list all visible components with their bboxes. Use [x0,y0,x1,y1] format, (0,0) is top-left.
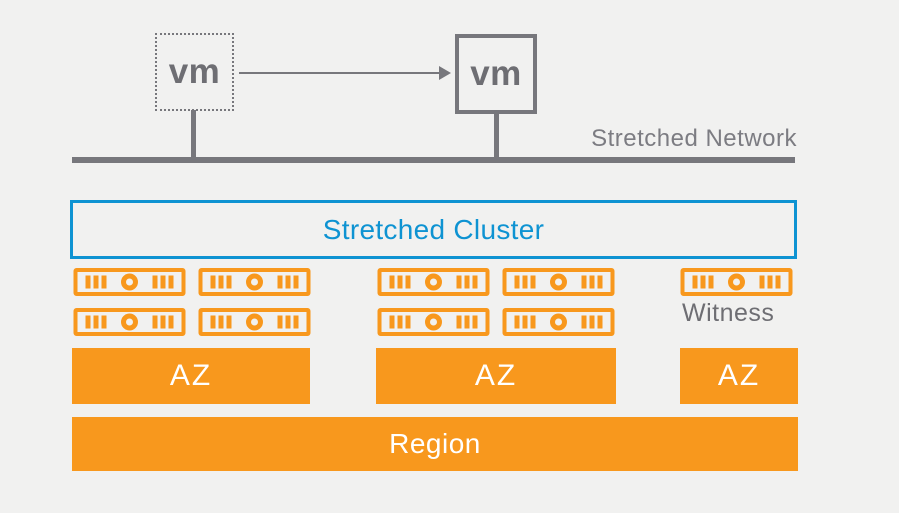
server-icon [73,268,186,296]
vm-source-label: vm [168,52,221,91]
stretched-cluster-box: Stretched Cluster [70,200,797,259]
az3-label: AZ [717,359,761,392]
server-icon [502,268,615,296]
az3-witness-host-group [680,268,800,296]
vm-source-network-stem [191,110,196,160]
az2-box: AZ [376,348,616,404]
region-label: Region [389,428,481,459]
stretched-network-label: Stretched Network [591,125,797,152]
stretched-network-line [72,157,795,163]
az1-host-group [73,268,311,336]
vm-target-box: vm [455,34,537,114]
server-icon [73,308,186,336]
server-icon [377,308,490,336]
region-box: Region [72,417,798,471]
server-icon [502,308,615,336]
server-icon [680,268,793,296]
vm-migration-arrow-head-icon [439,66,451,80]
witness-label: Witness [682,299,775,327]
vm-target-network-stem [494,113,499,160]
vm-migration-arrow-line [239,72,440,74]
az3-box: AZ [680,348,798,404]
vm-source-box: vm [155,33,234,111]
server-icon [198,268,311,296]
az2-label: AZ [474,359,518,392]
az2-host-group [377,268,615,336]
vm-target-label: vm [470,54,522,93]
az1-label: AZ [169,359,213,392]
server-icon [198,308,311,336]
az1-box: AZ [72,348,310,404]
stretched-cluster-label: Stretched Cluster [322,213,545,245]
server-icon [377,268,490,296]
